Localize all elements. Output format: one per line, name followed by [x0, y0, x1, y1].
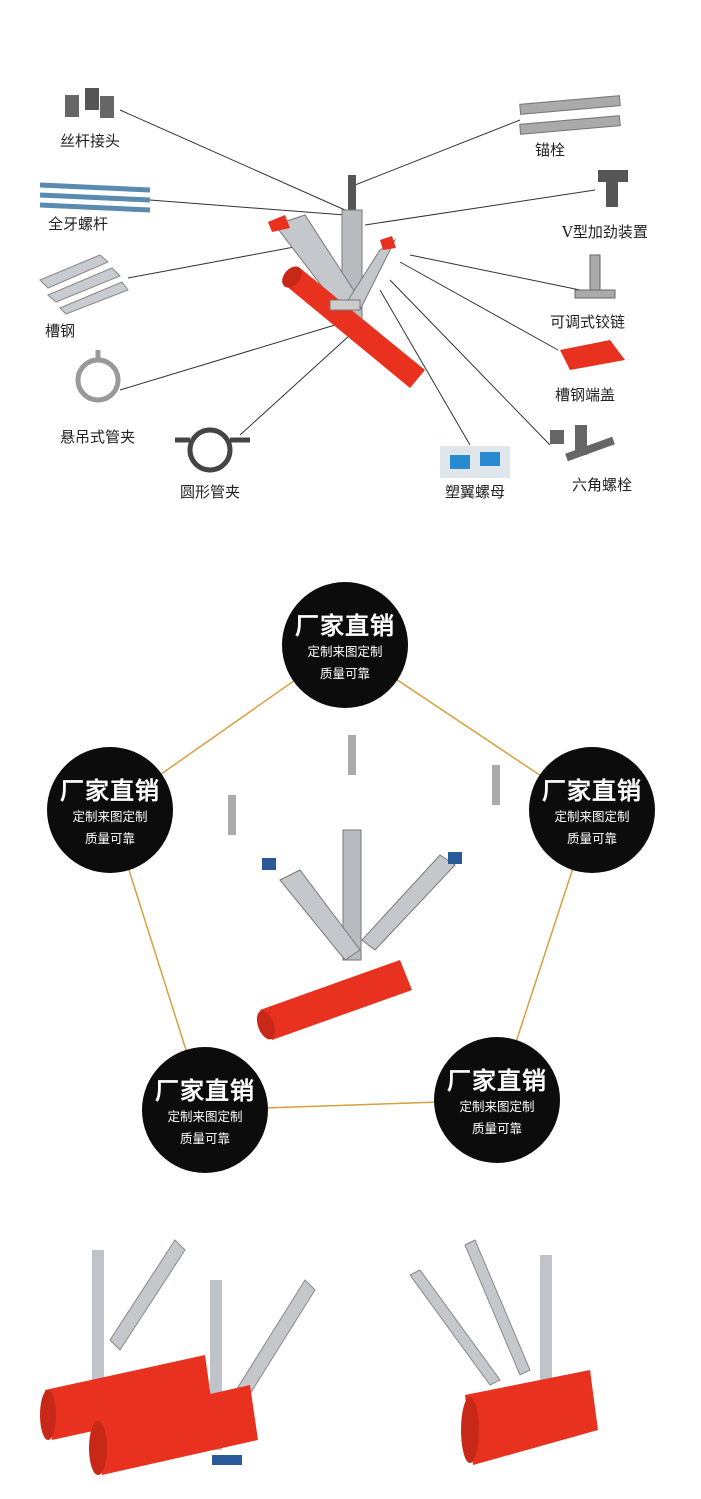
label-hex-bolt: 六角螺栓 [572, 476, 633, 494]
feature-circle-right: 厂家直销 定制来图定制 质量可靠 [529, 747, 655, 873]
label-channel-steel: 槽钢 [45, 322, 76, 340]
label-wing-nut: 塑翼螺母 [445, 483, 506, 501]
part-icons [39, 88, 628, 478]
round-clamp-icon [175, 427, 250, 473]
feature-line1: 定制来图定制 [554, 809, 630, 824]
feature-circle-left: 厂家直销 定制来图定制 质量可靠 [47, 747, 173, 873]
label-v-brace: V型加劲装置 [562, 223, 648, 241]
installed-photo-right [409, 1239, 598, 1465]
thread-coupler-icon [65, 88, 114, 118]
channel-steel-icon [39, 254, 129, 315]
feature-title: 厂家直销 [155, 1076, 255, 1105]
label-threaded-rod: 全牙螺杆 [48, 215, 109, 233]
label-end-cap: 槽钢端盖 [555, 386, 616, 404]
feature-line2: 质量可靠 [179, 1131, 230, 1146]
center-assembly [268, 175, 425, 388]
feature-line1: 定制来图定制 [307, 644, 383, 659]
hanger-clamp-icon [75, 350, 121, 403]
feature-line2: 质量可靠 [471, 1121, 522, 1136]
feature-title: 厂家直销 [447, 1066, 547, 1095]
hinge-icon [574, 254, 616, 299]
wing-nut-icon [440, 446, 510, 478]
installed-photo-left [40, 1239, 316, 1475]
feature-title: 厂家直销 [542, 776, 642, 805]
feature-line1: 定制来图定制 [72, 809, 148, 824]
feature-line1: 定制来图定制 [459, 1099, 535, 1114]
feature-title: 厂家直销 [60, 776, 160, 805]
end-cap-icon [560, 340, 625, 370]
threaded-rod-icon [39, 182, 151, 213]
feature-circle-bottom-right: 厂家直销 定制来图定制 质量可靠 [434, 1037, 560, 1163]
label-thread-coupler: 丝杆接头 [60, 132, 121, 150]
feature-title: 厂家直销 [295, 611, 395, 640]
label-hanger-clamp: 悬吊式管夹 [60, 428, 136, 446]
hex-bolt-icon [550, 425, 615, 462]
label-hinge: 可调式铰链 [550, 313, 626, 331]
feature-line1: 定制来图定制 [167, 1109, 243, 1124]
label-anchor-bolt: 锚栓 [535, 141, 566, 159]
label-round-clamp: 圆形管夹 [180, 483, 241, 501]
feature-circle-bottom-left: 厂家直销 定制来图定制 质量可靠 [142, 1047, 268, 1173]
exploded-assembly [228, 735, 500, 1040]
v-brace-icon [598, 170, 628, 207]
leader-lines [119, 109, 596, 446]
feature-circle-top: 厂家直销 定制来图定制 质量可靠 [282, 582, 408, 708]
feature-line2: 质量可靠 [319, 666, 370, 681]
feature-line2: 质量可靠 [566, 831, 617, 846]
feature-line2: 质量可靠 [84, 831, 135, 846]
anchor-bolt-icon [519, 95, 621, 135]
